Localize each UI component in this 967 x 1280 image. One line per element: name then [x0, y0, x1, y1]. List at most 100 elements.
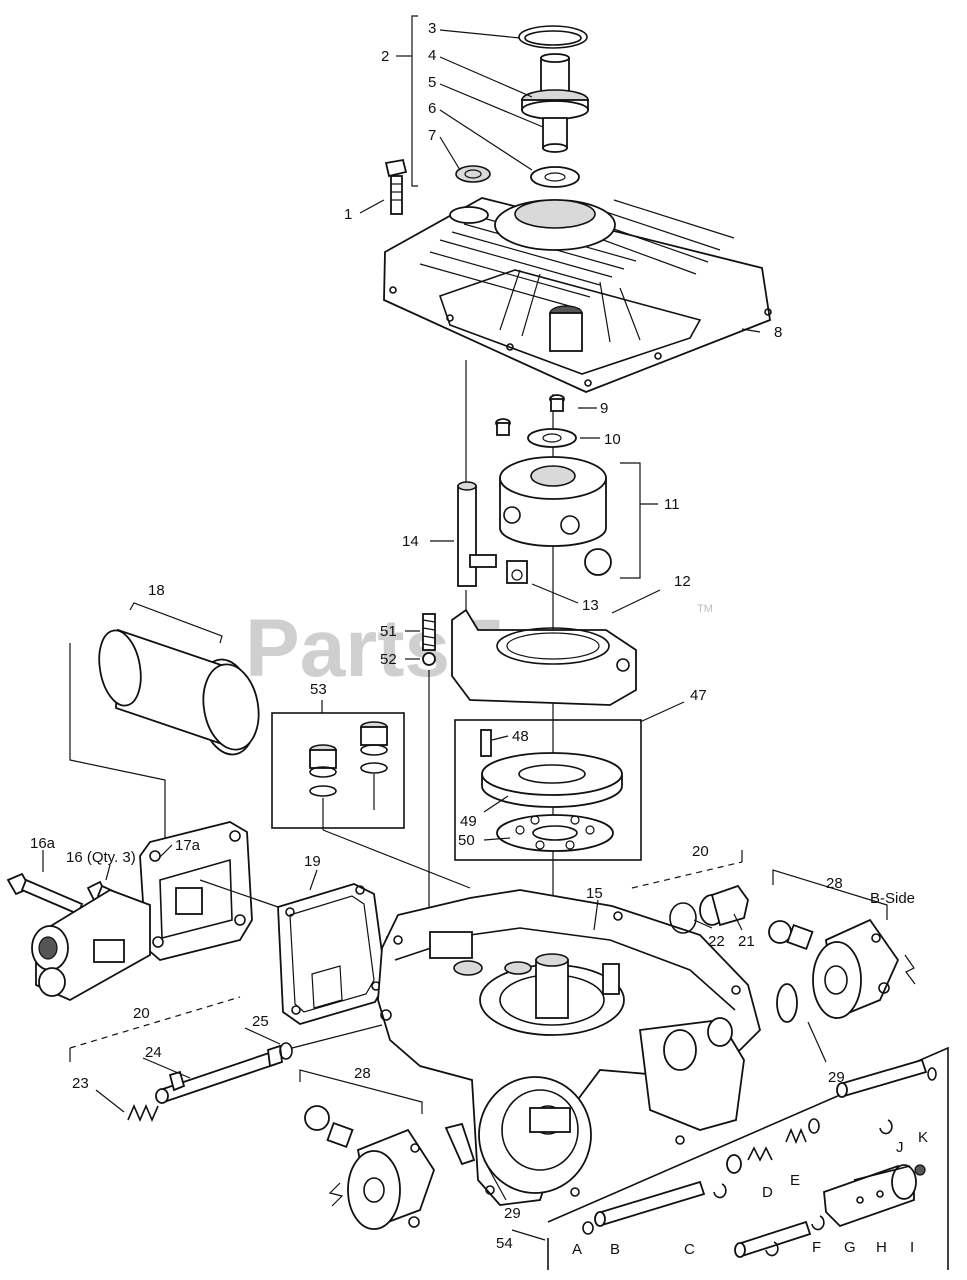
spring-E2: [785, 1127, 807, 1145]
label-B: B: [610, 1241, 620, 1258]
clip-E3: [808, 1118, 820, 1134]
filter-adapter-17a: [139, 821, 253, 961]
label-bside: B-Side: [870, 890, 915, 907]
label-K: K: [918, 1129, 928, 1146]
label-I: I: [910, 1239, 914, 1256]
clip-upper: [879, 1119, 893, 1135]
o-ring-22: [669, 902, 697, 934]
label-17a: 17a: [175, 837, 201, 854]
label-15: 15: [586, 885, 603, 902]
label-8: 8: [774, 324, 782, 341]
label-J: J: [896, 1139, 904, 1156]
label-9: 9: [600, 400, 608, 417]
seal-29-left: [444, 1122, 476, 1166]
label-53: 53: [310, 681, 327, 698]
label-28-left: 28: [354, 1065, 371, 1082]
input-shaft-4: [521, 53, 589, 153]
label-12: 12: [674, 573, 691, 590]
seal-7: [455, 165, 491, 183]
label-29-right: 29: [828, 1069, 845, 1086]
spring-23: [127, 1103, 159, 1123]
ball-52: [422, 652, 436, 666]
label-29-left: 29: [504, 1205, 521, 1222]
spring-E: [747, 1146, 773, 1162]
port-block-49: [481, 752, 623, 808]
washer-D: [726, 1154, 742, 1174]
label-D: D: [762, 1184, 773, 1201]
label-14: 14: [402, 533, 419, 550]
seal-6: [530, 166, 580, 188]
nut-K: [914, 1164, 926, 1176]
label-28-bside: 28: [826, 875, 843, 892]
bypass-valve-28-left: [304, 1105, 435, 1230]
label-10: 10: [604, 431, 621, 448]
filter-head: [31, 889, 151, 1002]
box-47: [454, 719, 642, 861]
label-E: E: [790, 1172, 800, 1189]
bolt-16a: [6, 872, 84, 916]
label-47: 47: [690, 687, 707, 704]
label-16a: 16a: [30, 835, 56, 852]
main-housing-15: [377, 889, 762, 1206]
label-19: 19: [304, 853, 321, 870]
label-25: 25: [252, 1013, 269, 1030]
label-4: 4: [428, 47, 436, 64]
label-F: F: [812, 1239, 821, 1256]
bypass-valve-28-bside: [768, 918, 900, 1020]
body-G-H: [823, 1164, 917, 1228]
label-49: 49: [460, 813, 477, 830]
check-valves-53: [309, 721, 388, 830]
label-16: 16 (Qty. 3): [66, 849, 136, 866]
screw-9b: [495, 418, 511, 436]
callout-labels: 3 4 5 6 7 2 1 8 9 10 11 14 13 12 51 52 5…: [30, 20, 928, 1258]
shaft-upper: [836, 1058, 937, 1098]
plug-21: [699, 884, 749, 927]
label-1: 1: [344, 206, 352, 223]
label-2: 2: [381, 48, 389, 65]
watermark-tm: TM: [697, 603, 713, 615]
label-C: C: [684, 1241, 695, 1258]
bolt-48: [480, 729, 492, 757]
clip-C: [713, 1183, 727, 1199]
label-20-right: 20: [692, 843, 709, 860]
label-48: 48: [512, 728, 529, 745]
filter-18: [98, 628, 260, 756]
label-23: 23: [72, 1075, 89, 1092]
label-6: 6: [428, 100, 436, 117]
slider-13: [506, 560, 528, 584]
label-20-left: 20: [133, 1005, 150, 1022]
box-53: [271, 712, 405, 829]
seal-29-right: [776, 983, 798, 1023]
label-52: 52: [380, 651, 397, 668]
snap-ring-3: [518, 25, 588, 49]
leader-lines: [42, 15, 827, 1241]
plate-10: [527, 428, 577, 448]
shaft-24: [155, 1044, 283, 1104]
o-ring-25: [279, 1042, 293, 1060]
label-H: H: [876, 1239, 887, 1256]
valve-plate-50: [496, 814, 614, 852]
label-22: 22: [708, 933, 725, 950]
label-A: A: [572, 1241, 582, 1258]
bolt-1: [384, 158, 408, 215]
label-3: 3: [428, 20, 436, 37]
thrust-plate-12: [451, 608, 637, 706]
pin-14: [457, 481, 497, 587]
label-11: 11: [664, 496, 680, 513]
clip-A: [582, 1221, 594, 1235]
label-13: 13: [582, 597, 599, 614]
housing-cover-8: [383, 197, 772, 393]
shaft-F: [734, 1215, 825, 1258]
label-24: 24: [145, 1044, 162, 1061]
label-18: 18: [148, 582, 165, 599]
shaft-B: [594, 1180, 706, 1227]
label-21: 21: [738, 933, 755, 950]
label-51: 51: [380, 623, 397, 640]
gasket-19: [277, 883, 387, 1025]
label-5: 5: [428, 74, 436, 91]
label-54: 54: [496, 1235, 513, 1252]
label-G: G: [844, 1239, 856, 1256]
spring-51: [422, 613, 436, 651]
label-50: 50: [458, 832, 475, 849]
